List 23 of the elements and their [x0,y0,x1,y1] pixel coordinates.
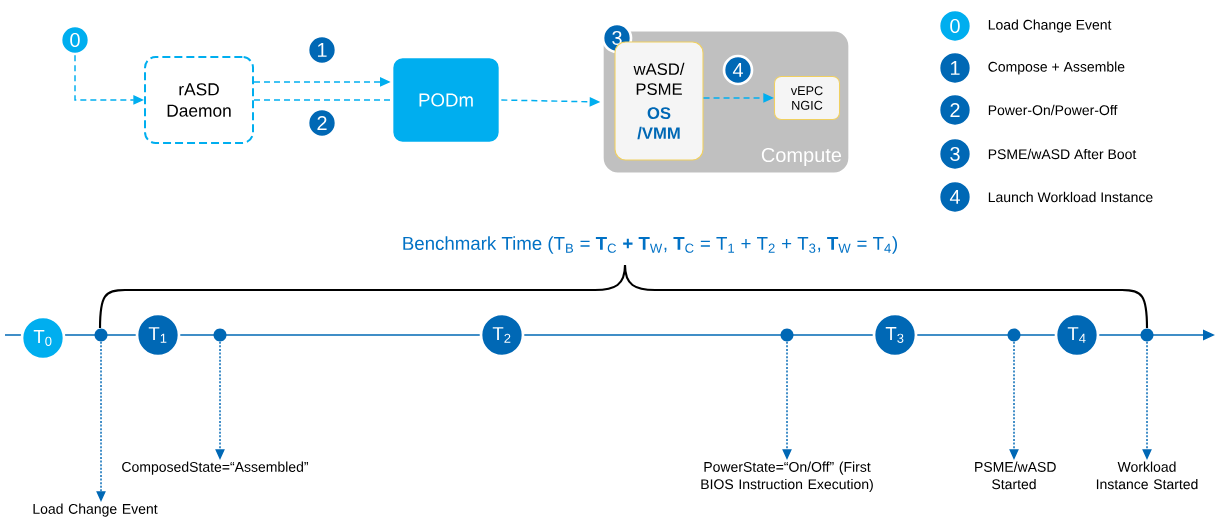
event-label: Workload Instance Started [1096,461,1198,490]
legend-text: Launch Workload Instance [988,191,1153,203]
number-badge: 0 [937,8,973,44]
number-badge: 4 [937,179,973,215]
process-box: PODm [390,55,502,145]
event-label: PowerState=“On/Off” (First BIOS Instruction Execution) [701,461,873,492]
number-badge: 2 [306,107,338,139]
formula-heading: Benchmark Time (T$_{B}$ = T$_{C}$ + T$_{W}$, T$_{C}$ = T$_{1}$ + T$_{2}$ + T$_{3}$, T$_{W}$ = T$_{4}$) [403,236,897,254]
number-badge: 2 [937,92,973,128]
legend-text: Power-On/Power-Off [988,104,1118,116]
process-box: vEPC NGIC [773,75,841,121]
legend-text: Load Change Event [988,19,1112,33]
legend-text: Compose + Assemble [988,61,1125,75]
number-badge: 3 [937,136,973,172]
process-box: rASD Daemon [144,56,254,144]
number-badge: 4 [722,54,754,86]
legend-text: PSME/wASD After Boot [988,148,1137,160]
number-badge: 0 [59,24,91,56]
event-label: Load Change Event [33,503,158,517]
number-badge: 1 [937,50,973,86]
event-label: ComposedState=“Assembled” [122,461,309,475]
number-badge: 1 [306,34,338,66]
event-label: PSME/wASD Started [975,461,1056,490]
